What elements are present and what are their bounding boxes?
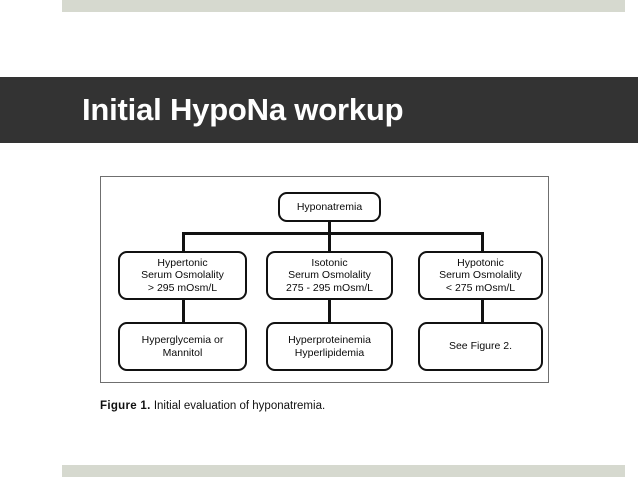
flow-node-hyperglycemia-mannitol-line-1: Hyperglycemia or <box>141 333 224 346</box>
flow-node-isotonic: Isotonic Serum Osmolality 275 - 295 mOsm… <box>266 251 393 300</box>
flow-node-see-figure-2: See Figure 2. <box>418 322 543 371</box>
connector-hypotonic-to-result <box>481 298 484 325</box>
connector-isotonic-to-result <box>328 298 331 325</box>
flow-node-isotonic-line-1: Isotonic <box>311 256 348 269</box>
flow-node-hyperproteinemia-hyperlipidemia: Hyperproteinemia Hyperlipidemia <box>266 322 393 371</box>
flow-node-hypertonic-line-3: > 295 mOsm/L <box>147 281 218 294</box>
bottom-accent-bar <box>62 465 625 477</box>
flowchart-diagram: Hyponatremia Hypertonic Serum Osmolality… <box>101 177 548 382</box>
connector-drop-isotonic <box>328 232 331 252</box>
connector-drop-hypertonic <box>182 232 185 252</box>
connector-horizontal-bus <box>182 232 484 235</box>
flow-node-hyponatremia-line-1: Hyponatremia <box>296 200 363 213</box>
connector-root-stem <box>328 222 331 235</box>
connector-drop-hypotonic <box>481 232 484 252</box>
flow-node-hypertonic-line-1: Hypertonic <box>157 256 208 269</box>
figure-frame: Hyponatremia Hypertonic Serum Osmolality… <box>100 176 549 383</box>
flow-node-isotonic-line-2: Serum Osmolality <box>288 269 371 282</box>
flow-node-hypotonic-line-2: Serum Osmolality <box>439 269 522 282</box>
connector-hypertonic-to-result <box>182 298 185 325</box>
flow-node-hypertonic-line-2: Serum Osmolality <box>141 269 224 282</box>
flow-node-hyponatremia: Hyponatremia <box>278 192 381 222</box>
flow-node-hypotonic-line-3: < 275 mOsm/L <box>445 281 516 294</box>
title-banner: Initial HypoNa workup <box>0 77 638 143</box>
figure-caption-text: Initial evaluation of hyponatremia. <box>150 400 326 412</box>
flow-node-hyperglycemia-mannitol-line-2: Mannitol <box>162 346 203 359</box>
flow-node-hyperglycemia-mannitol: Hyperglycemia or Mannitol <box>118 322 247 371</box>
flow-node-hyperproteinemia-hyperlipidemia-line-1: Hyperproteinemia <box>288 333 371 346</box>
flow-node-hyperproteinemia-hyperlipidemia-line-2: Hyperlipidemia <box>294 346 365 359</box>
figure-caption: Figure 1. Initial evaluation of hyponatr… <box>100 400 550 412</box>
flow-node-see-figure-2-line-1: See Figure 2. <box>448 340 513 353</box>
page-title: Initial HypoNa workup <box>82 92 404 127</box>
flow-node-hypertonic: Hypertonic Serum Osmolality > 295 mOsm/L <box>118 251 247 300</box>
flow-node-hypotonic: Hypotonic Serum Osmolality < 275 mOsm/L <box>418 251 543 300</box>
top-accent-bar <box>62 0 625 12</box>
flow-node-hypotonic-line-1: Hypotonic <box>457 256 504 269</box>
figure-caption-label: Figure 1. <box>100 400 151 412</box>
flow-node-isotonic-line-3: 275 - 295 mOsm/L <box>286 281 373 294</box>
